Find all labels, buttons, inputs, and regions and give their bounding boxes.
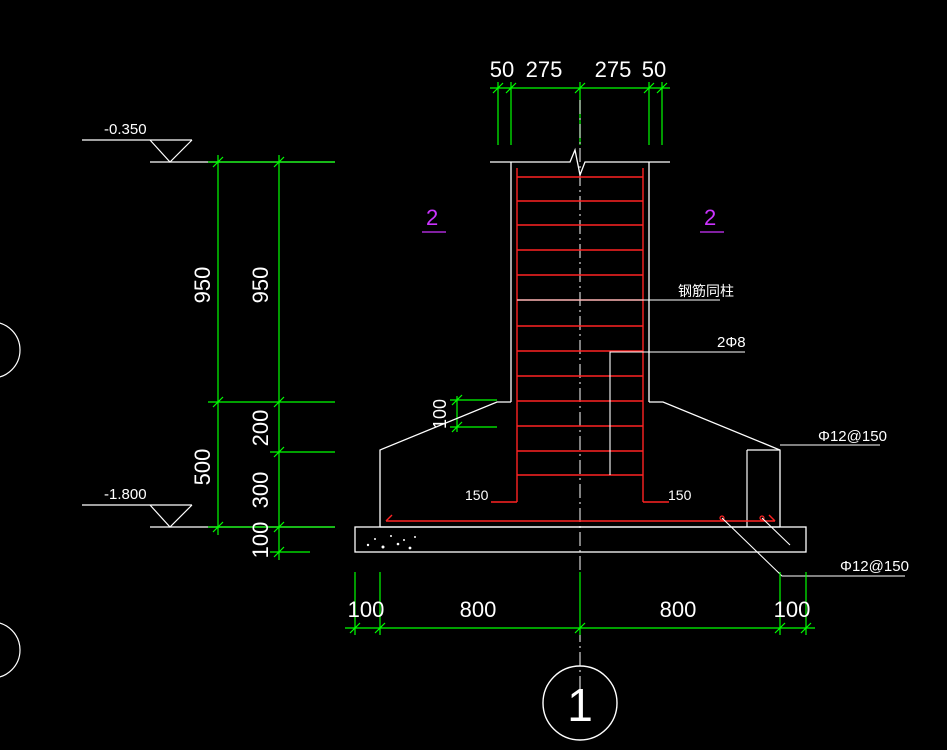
section-mark-left: 2	[426, 205, 438, 230]
dim-seg-200: 200	[248, 410, 273, 447]
dim-seg-100: 100	[248, 522, 273, 559]
dim-left-cover: 50	[490, 57, 514, 82]
hook-left-label: 150	[465, 487, 489, 503]
dim-upper-a: 950	[190, 267, 215, 304]
elevation-marker-top	[82, 139, 335, 163]
dim-left-width: 800	[460, 597, 497, 622]
dim-upper-b: 950	[248, 267, 273, 304]
dim-seg-300: 300	[248, 472, 273, 509]
dim-right-cover: 50	[642, 57, 666, 82]
detail-number: 1	[567, 679, 593, 731]
column-rebar-label: 钢筋同柱	[678, 283, 734, 299]
dim-right-width: 800	[660, 597, 697, 622]
bottom-dimension-lines	[345, 572, 815, 635]
cushion-hatch	[366, 535, 416, 550]
elevation-marker-bottom	[82, 504, 335, 528]
hook-right-label: 150	[668, 487, 692, 503]
dim-haunch: 100	[430, 399, 450, 429]
leader-lines	[517, 299, 905, 577]
rebar-cage	[385, 168, 776, 522]
haunch-dimension	[450, 394, 497, 433]
edge-circles	[0, 322, 21, 678]
footing-projection-box	[746, 449, 780, 527]
elevation-bottom-label: -1.800	[104, 486, 147, 503]
stirrup-label: 2Φ8	[717, 334, 746, 351]
top-rebar-label: Φ12@150	[818, 428, 887, 445]
bottom-rebar-label: Φ12@150	[840, 558, 909, 575]
top-dimension-lines	[490, 82, 670, 145]
dim-right-pad: 100	[774, 597, 811, 622]
rebar-dots	[719, 515, 765, 521]
dim-lower-total: 500	[190, 449, 215, 486]
elevation-top-label: -0.350	[104, 121, 147, 138]
detail-number-circle	[542, 665, 618, 741]
dim-left-pad: 100	[348, 597, 385, 622]
dim-right-half: 275	[595, 57, 632, 82]
vertical-dimension-lines	[208, 155, 335, 560]
section-mark-right: 2	[704, 205, 716, 230]
dim-left-half: 275	[526, 57, 563, 82]
